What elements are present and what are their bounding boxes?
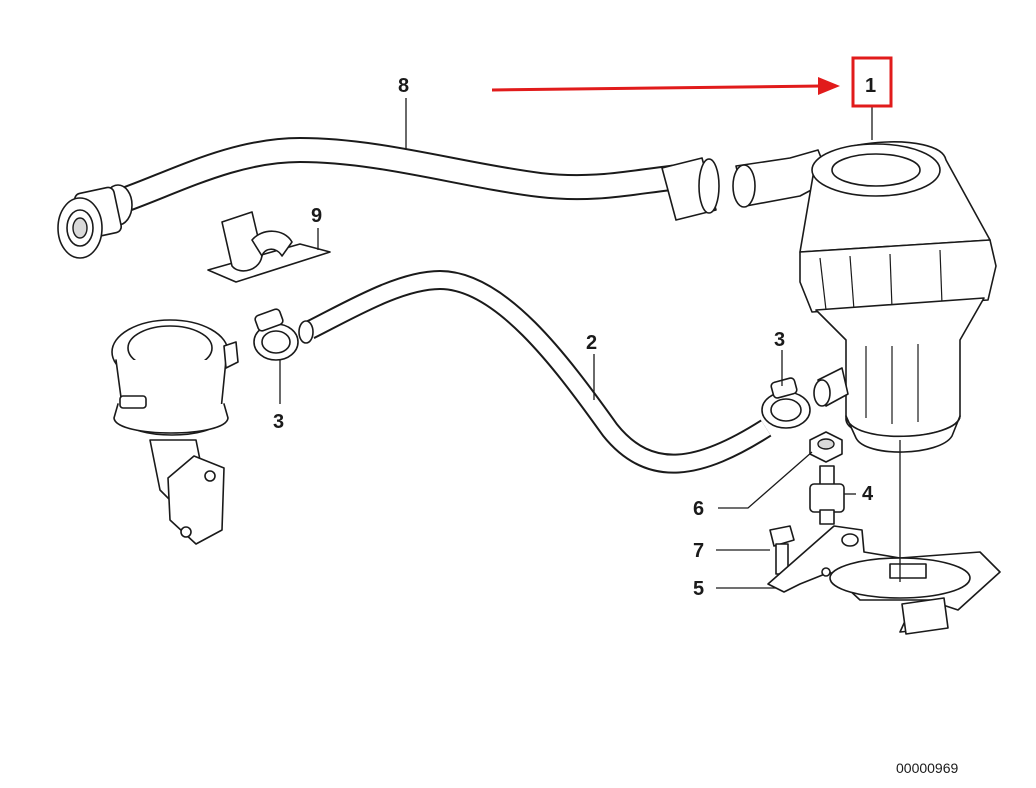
clamp-part-3-right [761,377,811,429]
nut-part-6 [809,431,843,463]
callout-3-left: 3 [273,411,284,433]
rubber-mount-part-4 [809,465,845,525]
highlight-arrow [491,77,840,95]
bracket-part-5 [767,525,1001,635]
valve-assembly [111,319,239,545]
callout-9: 9 [311,205,322,227]
highlight-box [851,56,893,108]
callout-3-right: 3 [774,329,785,351]
bolt-part-7 [769,525,795,575]
callout-4: 4 [862,483,874,505]
callout-6: 6 [693,498,704,520]
callout-1: 1 [865,75,876,97]
clamp-part-3-left [253,308,299,361]
leader-lines [279,98,901,589]
callout-7: 7 [693,540,704,562]
hose-part-8 [57,137,831,259]
callout-2: 2 [586,332,597,354]
callout-5: 5 [693,578,704,600]
clip-part-9 [207,211,331,283]
air-pump-part-1 [799,141,997,453]
callout-8: 8 [398,75,409,97]
diagram-reference-number: 00000969 [896,760,959,776]
hose-part-2 [298,270,772,474]
